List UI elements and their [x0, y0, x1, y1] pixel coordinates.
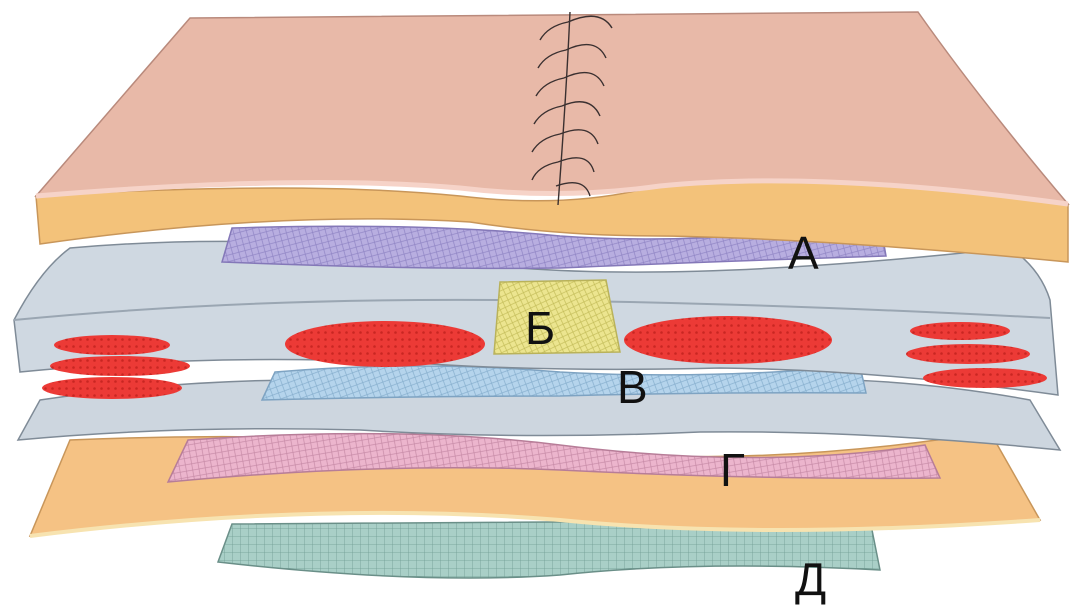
- label-layer-a: А: [788, 230, 819, 276]
- label-layer-b: Б: [525, 305, 555, 351]
- label-layer-v: В: [617, 364, 648, 410]
- muscle-right-3: [923, 368, 1047, 388]
- label-layer-d: Д: [795, 556, 826, 602]
- muscle-center-right: [624, 316, 832, 364]
- muscle-center-left: [285, 321, 485, 367]
- muscle-right-1: [910, 322, 1010, 340]
- muscle-left-1: [54, 335, 170, 355]
- layer-b-mesh: [494, 280, 620, 354]
- muscle-left-2: [50, 356, 190, 376]
- muscle-left-3: [42, 377, 182, 399]
- layer-skin: [36, 12, 1068, 204]
- label-layer-g: Г: [720, 447, 745, 493]
- muscle-right-2: [906, 344, 1030, 364]
